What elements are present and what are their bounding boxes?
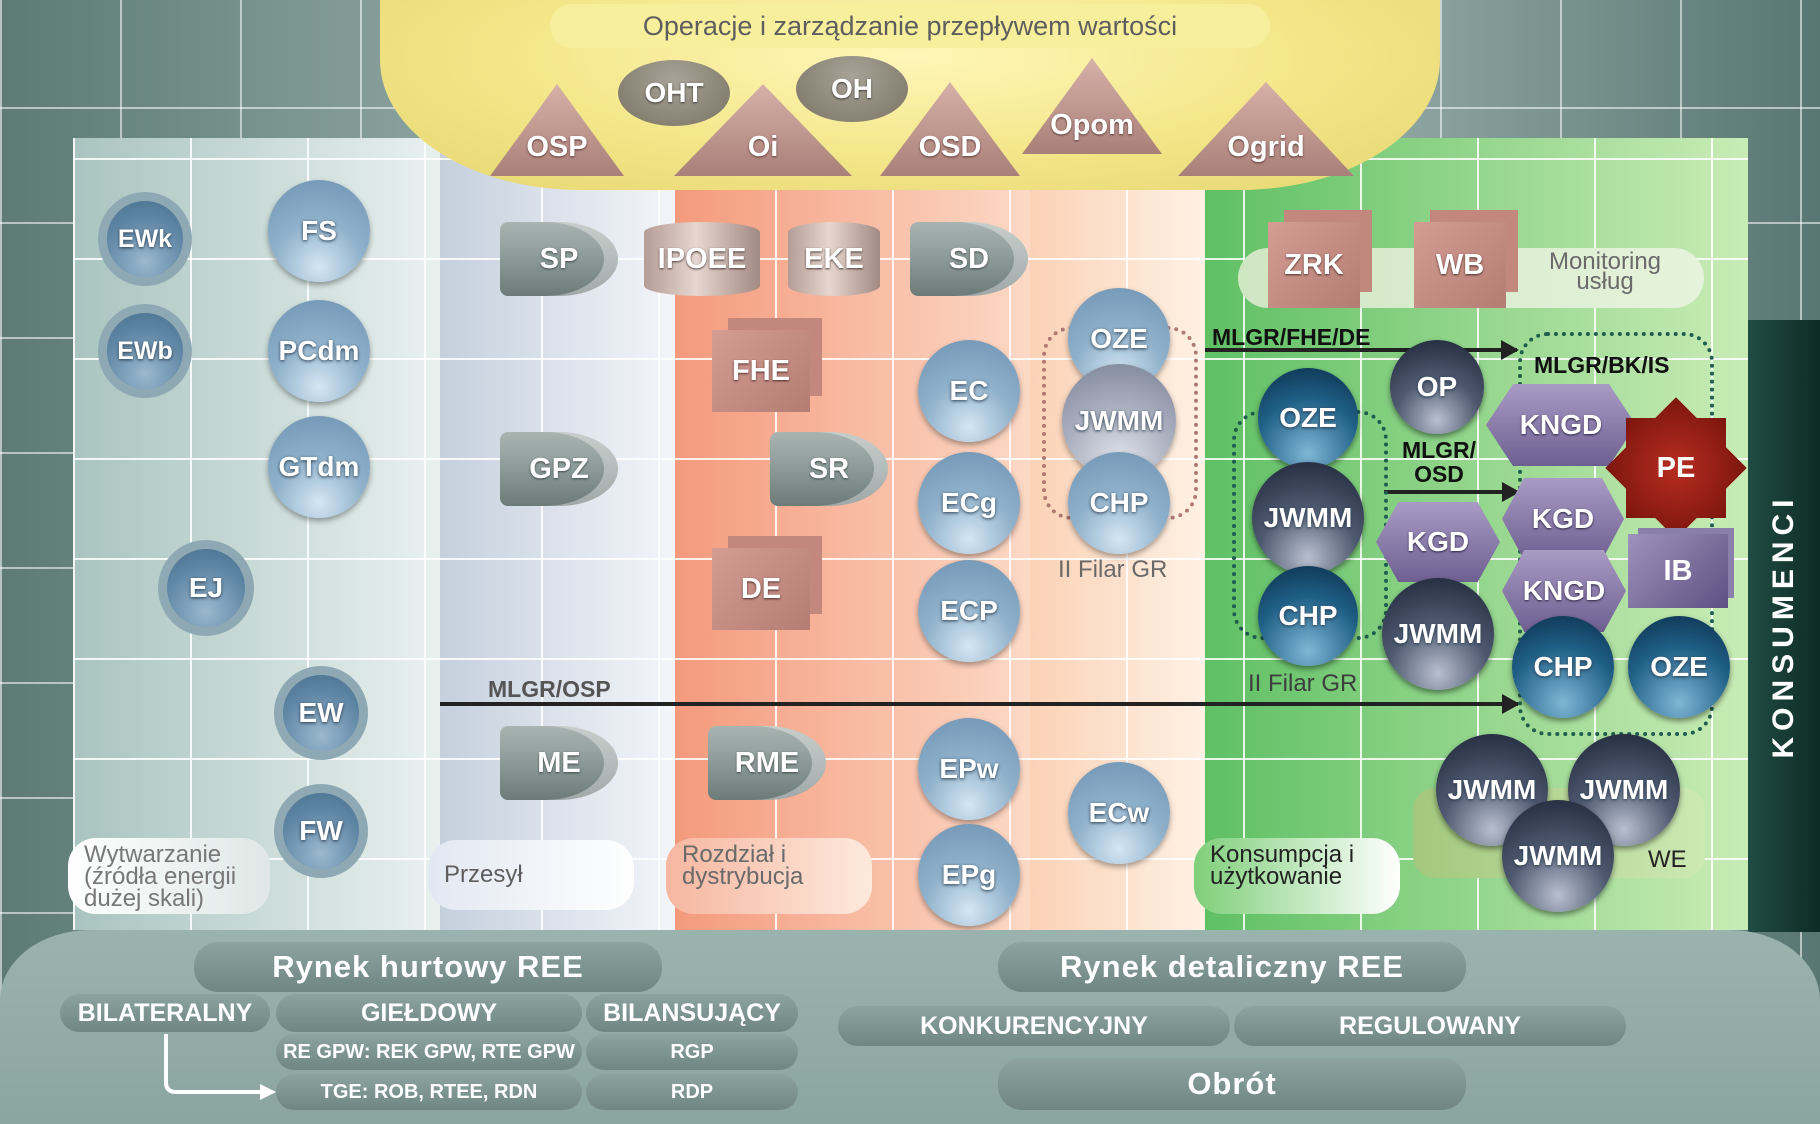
distribution-zone-label: Rozdział i dystrybucja — [666, 838, 872, 914]
competitive-pill[interactable]: KONKURENCYJNY — [838, 1006, 1230, 1046]
oh-node[interactable]: OH — [796, 56, 908, 122]
bk-is-label: MLGR/BK/IS — [1534, 352, 1670, 378]
fhe-node[interactable]: FHE — [712, 330, 810, 412]
jwmm-node[interactable]: JWMM — [1252, 462, 1364, 574]
regulated-pill[interactable]: REGULOWANY — [1234, 1006, 1626, 1046]
rdp-pill[interactable]: RDP — [586, 1074, 798, 1110]
ipoee-node[interactable]: IPOEE — [644, 222, 760, 296]
kgd-node[interactable]: KGD — [1376, 502, 1500, 582]
generation-zone-label: Wytwarzanie (źródła energii dużej skali) — [68, 838, 270, 914]
epw-node[interactable]: EPw — [918, 718, 1020, 820]
opom-label: Opom — [1050, 109, 1134, 141]
consumption-zone-label: Konsumpcja i użytkowanie — [1194, 838, 1400, 914]
mlgr-osp-label: MLGR/OSP — [488, 676, 611, 702]
me-node[interactable]: ME — [500, 726, 618, 800]
mlgr-osd-arrow — [1384, 482, 1520, 502]
jwmm-3-node[interactable]: JWMM — [1436, 734, 1548, 846]
rme-node[interactable]: RME — [708, 726, 826, 800]
exchange-pill[interactable]: GIEŁDOWY — [276, 994, 582, 1032]
sd-node[interactable]: SD — [910, 222, 1028, 296]
chp-node[interactable]: CHP — [1258, 566, 1358, 666]
fw-node[interactable]: FW — [274, 784, 368, 878]
trade-pill[interactable]: Obrót — [998, 1058, 1466, 1110]
eke-node[interactable]: EKE — [788, 222, 880, 296]
retail-title: Rynek detaliczny REE — [998, 942, 1466, 992]
kngd-node[interactable]: KNGD — [1486, 384, 1636, 466]
ewb-node[interactable]: EWb — [98, 304, 192, 398]
monitoring-label: Monitoring usług — [1548, 248, 1662, 295]
oi-label: Oi — [747, 131, 779, 163]
tge-pill[interactable]: TGE: ROB, RTEE, RDN — [276, 1074, 582, 1110]
sr-node[interactable]: SR — [770, 432, 888, 506]
kgd-2-node[interactable]: KGD — [1502, 478, 1624, 560]
ib-node[interactable]: IB — [1628, 534, 1728, 608]
transmission-zone-label: Przesył — [428, 840, 634, 910]
mlgr-fhe-de-label: MLGR/FHE/DE — [1212, 324, 1371, 350]
oze-2-node[interactable]: OZE — [1628, 616, 1730, 718]
ewk-node[interactable]: EWk — [98, 192, 192, 286]
osd-label: OSD — [918, 131, 982, 163]
epg-node[interactable]: EPg — [918, 824, 1020, 926]
jwmm-2-node[interactable]: JWMM — [1382, 578, 1494, 690]
sp-node[interactable]: SP — [500, 222, 618, 296]
bilateral-connector-arrow — [164, 1034, 276, 1100]
ecp-node[interactable]: ECP — [918, 560, 1020, 662]
mlgr-osp-arrow — [440, 694, 1520, 714]
op-node[interactable]: OP — [1390, 340, 1484, 434]
de-node[interactable]: DE — [712, 548, 810, 630]
pe-label: PE — [1656, 451, 1696, 484]
fs-node[interactable]: FS — [268, 180, 370, 282]
balancing-pill[interactable]: BILANSUJĄCY — [586, 994, 798, 1032]
pillar2-right-label: II Filar GR — [1248, 670, 1358, 697]
jwmm-5-node[interactable]: JWMM — [1502, 800, 1614, 912]
we-label: WE — [1648, 846, 1687, 873]
pe-node[interactable]: PE — [1605, 397, 1747, 539]
zrk-node[interactable]: ZRK — [1268, 222, 1360, 308]
consumers-label: KONSUMENCI — [1767, 493, 1800, 759]
re-gpw-pill[interactable]: RE GPW: REK GPW, RTE GPW — [276, 1034, 582, 1070]
gtdm-node[interactable]: GTdm — [268, 416, 370, 518]
operations-title: Operacje i zarządzanie przepływem wartoś… — [550, 4, 1270, 48]
oht-node[interactable]: OHT — [618, 60, 730, 126]
wb-node[interactable]: WB — [1414, 222, 1506, 308]
osp-label: OSP — [526, 131, 588, 163]
ecg-node[interactable]: ECg — [918, 452, 1020, 554]
pillar2-left-chp-node[interactable]: CHP — [1068, 452, 1170, 554]
ew-node[interactable]: EW — [274, 666, 368, 760]
ec-node[interactable]: EC — [918, 340, 1020, 442]
chp-2-node[interactable]: CHP — [1512, 616, 1614, 718]
pillar2-left-label: II Filar GR — [1058, 556, 1168, 583]
ej-node[interactable]: EJ — [158, 540, 254, 636]
consumers-bar: KONSUMENCI — [1748, 320, 1820, 932]
ogrid-label: Ogrid — [1227, 131, 1305, 163]
pcdm-node[interactable]: PCdm — [268, 300, 370, 402]
mlgr-osd-label: MLGR/ OSD — [1401, 437, 1477, 487]
wholesale-title: Rynek hurtowy REE — [194, 942, 662, 992]
bilateral-pill[interactable]: BILATERALNY — [60, 994, 270, 1032]
oze-node[interactable]: OZE — [1258, 368, 1358, 468]
gpz-node[interactable]: GPZ — [500, 432, 618, 506]
rgp-pill[interactable]: RGP — [586, 1034, 798, 1070]
mlgr-fhe-de-arrow — [1205, 340, 1519, 360]
ecw-node[interactable]: ECw — [1068, 762, 1170, 864]
